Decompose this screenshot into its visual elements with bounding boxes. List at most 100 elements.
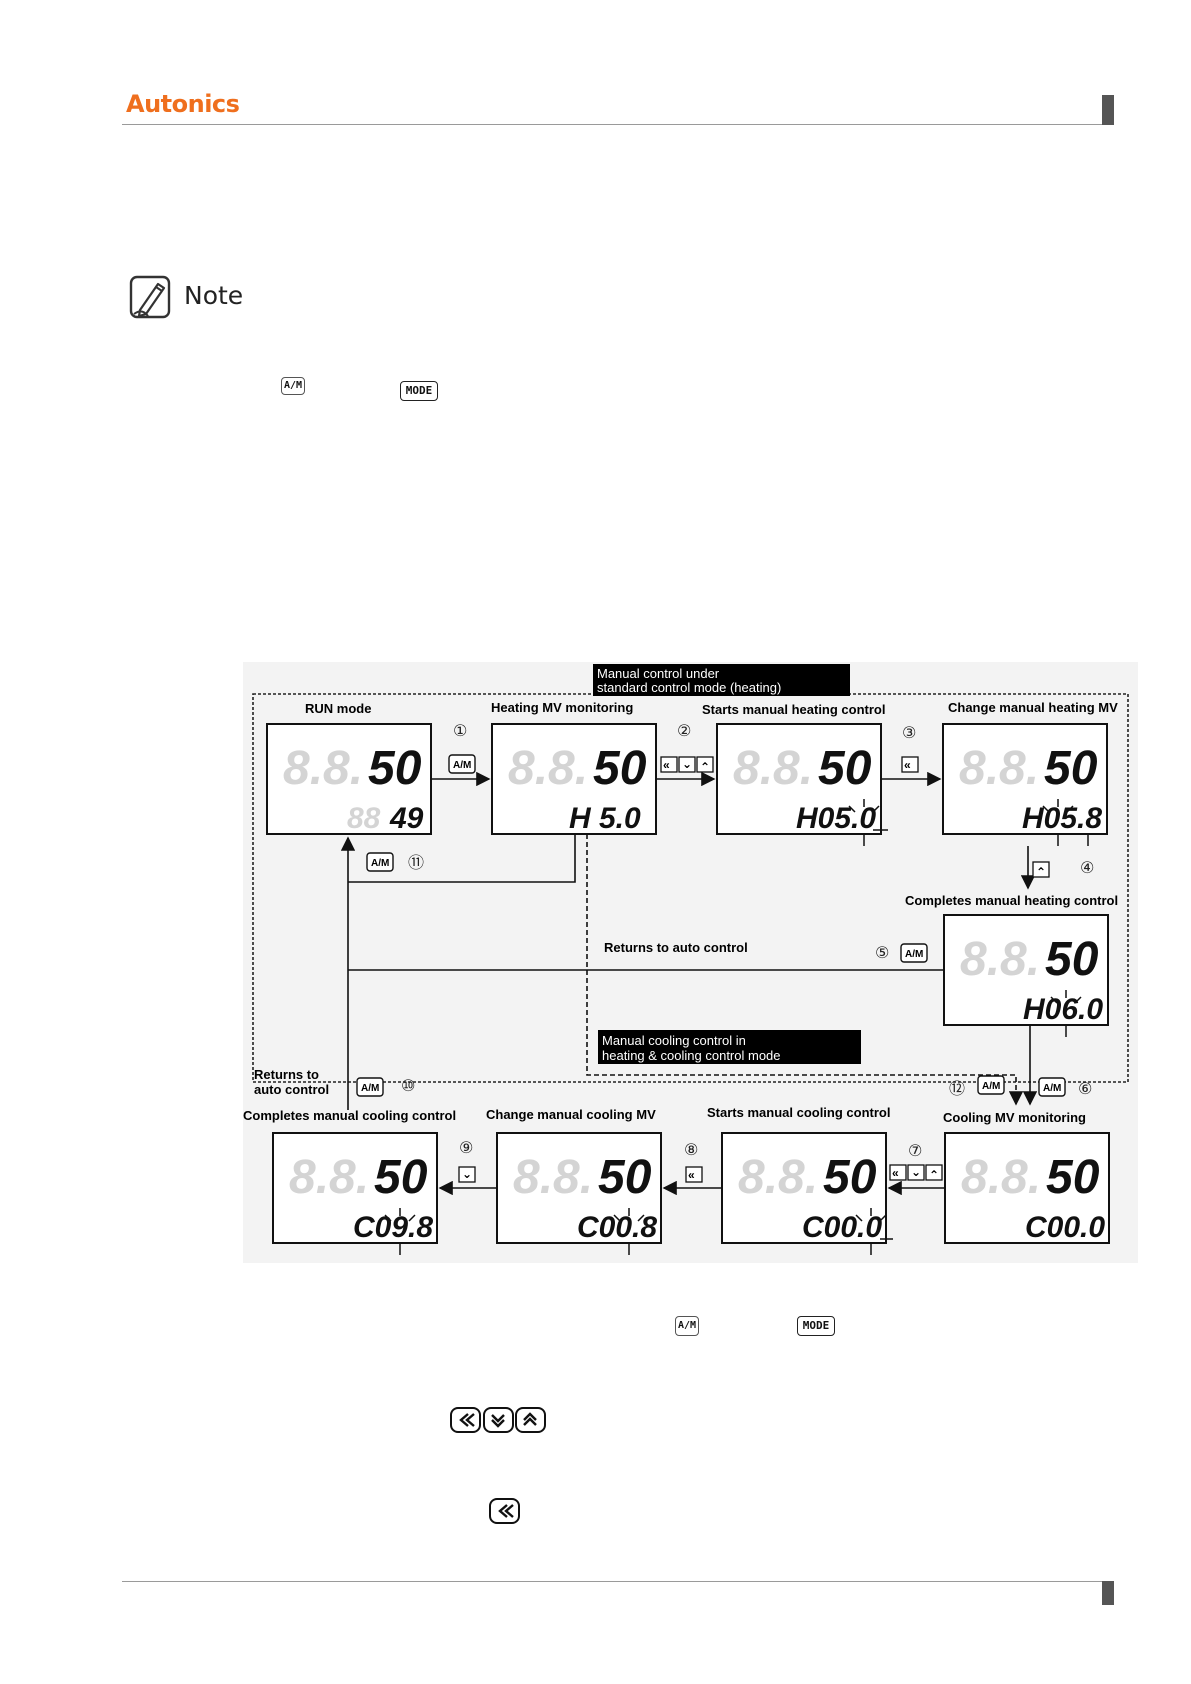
change-manual-heating-mv-label: Change manual heating MV <box>948 700 1118 715</box>
svg-text:A/M: A/M <box>982 1081 1000 1092</box>
svg-text:A/M: A/M <box>905 949 923 960</box>
svg-text:①: ① <box>453 723 467 740</box>
svg-text:50: 50 <box>1045 933 1099 986</box>
svg-text:⌃: ⌃ <box>700 760 710 774</box>
mode-key-icon: MODE <box>797 1316 835 1336</box>
svg-text:②: ② <box>677 723 691 740</box>
svg-text:⌃: ⌃ <box>929 1168 939 1182</box>
change-manual-cooling-mv-label: Change manual cooling MV <box>486 1107 656 1122</box>
svg-text:⑨: ⑨ <box>459 1140 473 1157</box>
svg-text:⌄: ⌄ <box>911 1165 921 1179</box>
completes-manual-cooling-display: 8.8. 50 C09.8 <box>272 1132 438 1255</box>
svg-text:«: « <box>688 1168 695 1182</box>
svg-text:50: 50 <box>1046 1151 1100 1204</box>
cooling-region-label-line2: heating & cooling control mode <box>602 1048 781 1063</box>
svg-text:C00.8: C00.8 <box>577 1211 657 1244</box>
svg-text:④: ④ <box>1080 860 1094 877</box>
svg-text:50: 50 <box>1044 742 1098 795</box>
svg-text:50: 50 <box>368 742 422 795</box>
svg-text:8.8.: 8.8. <box>959 742 1039 795</box>
cooling-mv-monitoring-display: 8.8. 50 C00.0 <box>944 1132 1110 1244</box>
svg-text:C09.8: C09.8 <box>353 1211 433 1244</box>
am-key-icon: A/M <box>281 377 305 395</box>
svg-text:C00.0: C00.0 <box>1025 1211 1105 1244</box>
run-mode-label: RUN mode <box>305 701 371 716</box>
brand-logo: Autonics <box>126 90 240 118</box>
heating-region-label-line2: standard control mode (heating) <box>597 680 781 695</box>
svg-text:⌄: ⌄ <box>682 757 692 771</box>
note-pencil-icon <box>129 275 171 319</box>
left-down-up-keys-icon <box>450 1407 546 1433</box>
svg-text:⑩: ⑩ <box>401 1078 415 1095</box>
svg-text:A/M: A/M <box>1043 1083 1061 1094</box>
header-divider <box>122 124 1114 125</box>
down-key-icon: ⌄ <box>458 1166 476 1183</box>
svg-text:⑦: ⑦ <box>908 1143 922 1160</box>
note-title: Note <box>184 281 244 310</box>
svg-text:③: ③ <box>902 725 916 742</box>
run-mode-display: 8.8. 50 88 49 <box>266 723 432 835</box>
cooling-region-label-line1: Manual cooling control in <box>602 1033 746 1048</box>
svg-text:⑫: ⑫ <box>949 1080 965 1098</box>
step-numbers: ① ② ③ ④ ⑤ ⑥ ⑦ ⑧ ⑨ ⑩ ⑪ ⑫ <box>401 723 1094 1160</box>
auto-control-label: auto control <box>254 1082 329 1097</box>
svg-text:⌄: ⌄ <box>462 1167 472 1181</box>
returns-auto-label: Returns to auto control <box>604 940 748 955</box>
svg-text:H05.0: H05.0 <box>796 802 876 835</box>
svg-text:8.8.: 8.8. <box>960 933 1040 986</box>
cooling-region-label-box <box>598 1030 861 1064</box>
am-key-icon: A/M <box>448 754 476 774</box>
am-key-icon: A/M A/M A/M A/M A/M <box>356 852 1066 1097</box>
up-key-icon: ⌃ <box>1032 861 1050 879</box>
completes-manual-cooling-label: Completes manual cooling control <box>243 1108 456 1123</box>
svg-text:50: 50 <box>374 1151 428 1204</box>
completes-manual-heating-display: 8.8. 50 H06.0 <box>943 914 1109 1037</box>
left-key-icon: « <box>685 1166 703 1183</box>
cooling-mv-monitoring-label: Cooling MV monitoring <box>943 1110 1086 1125</box>
left-key-icon <box>489 1498 520 1524</box>
return-line-11 <box>348 834 576 883</box>
svg-text:8.8.: 8.8. <box>513 1151 593 1204</box>
am-key-icon: A/M <box>675 1316 699 1336</box>
svg-text:⑥: ⑥ <box>1078 1081 1092 1098</box>
svg-text:A/M: A/M <box>371 858 389 869</box>
svg-text:H05.8: H05.8 <box>1022 802 1102 835</box>
svg-text:88: 88 <box>347 802 381 835</box>
svg-text:8.8.: 8.8. <box>733 742 813 795</box>
left-down-up-keys-icon: « ⌄ ⌃ <box>660 756 714 774</box>
change-manual-cooling-mv-display: 8.8. 50 C00.8 <box>496 1132 662 1255</box>
svg-text:H06.0: H06.0 <box>1023 993 1103 1026</box>
mode-key-icon: MODE <box>400 381 438 401</box>
starts-manual-cooling-label: Starts manual cooling control <box>707 1105 890 1120</box>
svg-text:⌃: ⌃ <box>1036 865 1046 879</box>
change-manual-heating-mv-display: 8.8. 50 H05.8 <box>942 723 1108 846</box>
svg-text:C00.0: C00.0 <box>802 1211 882 1244</box>
heating-mv-monitoring-display: 8.8. 50 H 5.0 <box>491 723 657 835</box>
svg-text:8.8.: 8.8. <box>961 1151 1041 1204</box>
svg-text:⑪: ⑪ <box>408 854 424 872</box>
svg-text:50: 50 <box>593 742 647 795</box>
starts-manual-heating-display: 8.8. 50 H05.0 <box>716 723 888 846</box>
svg-text:8.8.: 8.8. <box>508 742 588 795</box>
svg-text:50: 50 <box>598 1151 652 1204</box>
svg-text:8.8.: 8.8. <box>289 1151 369 1204</box>
svg-text:50: 50 <box>823 1151 877 1204</box>
svg-text:«: « <box>904 758 911 772</box>
heating-region-label-box <box>593 664 850 696</box>
svg-text:50: 50 <box>818 742 872 795</box>
starts-manual-heating-label: Starts manual heating control <box>702 702 885 717</box>
svg-text:8.8.: 8.8. <box>738 1151 818 1204</box>
svg-text:A/M: A/M <box>361 1083 379 1094</box>
dashed-path-12 <box>586 834 1017 1102</box>
footer-tab-marker <box>1102 1581 1114 1605</box>
left-key-icon: « <box>901 756 919 773</box>
svg-text:⑧: ⑧ <box>684 1142 698 1159</box>
svg-text:A/M: A/M <box>453 760 471 771</box>
completes-manual-heating-label: Completes manual heating control <box>905 893 1118 908</box>
left-down-up-keys-icon: « ⌄ ⌃ <box>889 1164 943 1182</box>
heating-mv-monitoring-label: Heating MV monitoring <box>491 700 633 715</box>
returns-to-label: Returns to <box>254 1067 319 1082</box>
heating-region-label-line1: Manual control under <box>597 666 720 681</box>
header-tab-marker <box>1102 95 1114 125</box>
manual-control-diagram: Manual control under standard control mo… <box>243 662 1138 1263</box>
